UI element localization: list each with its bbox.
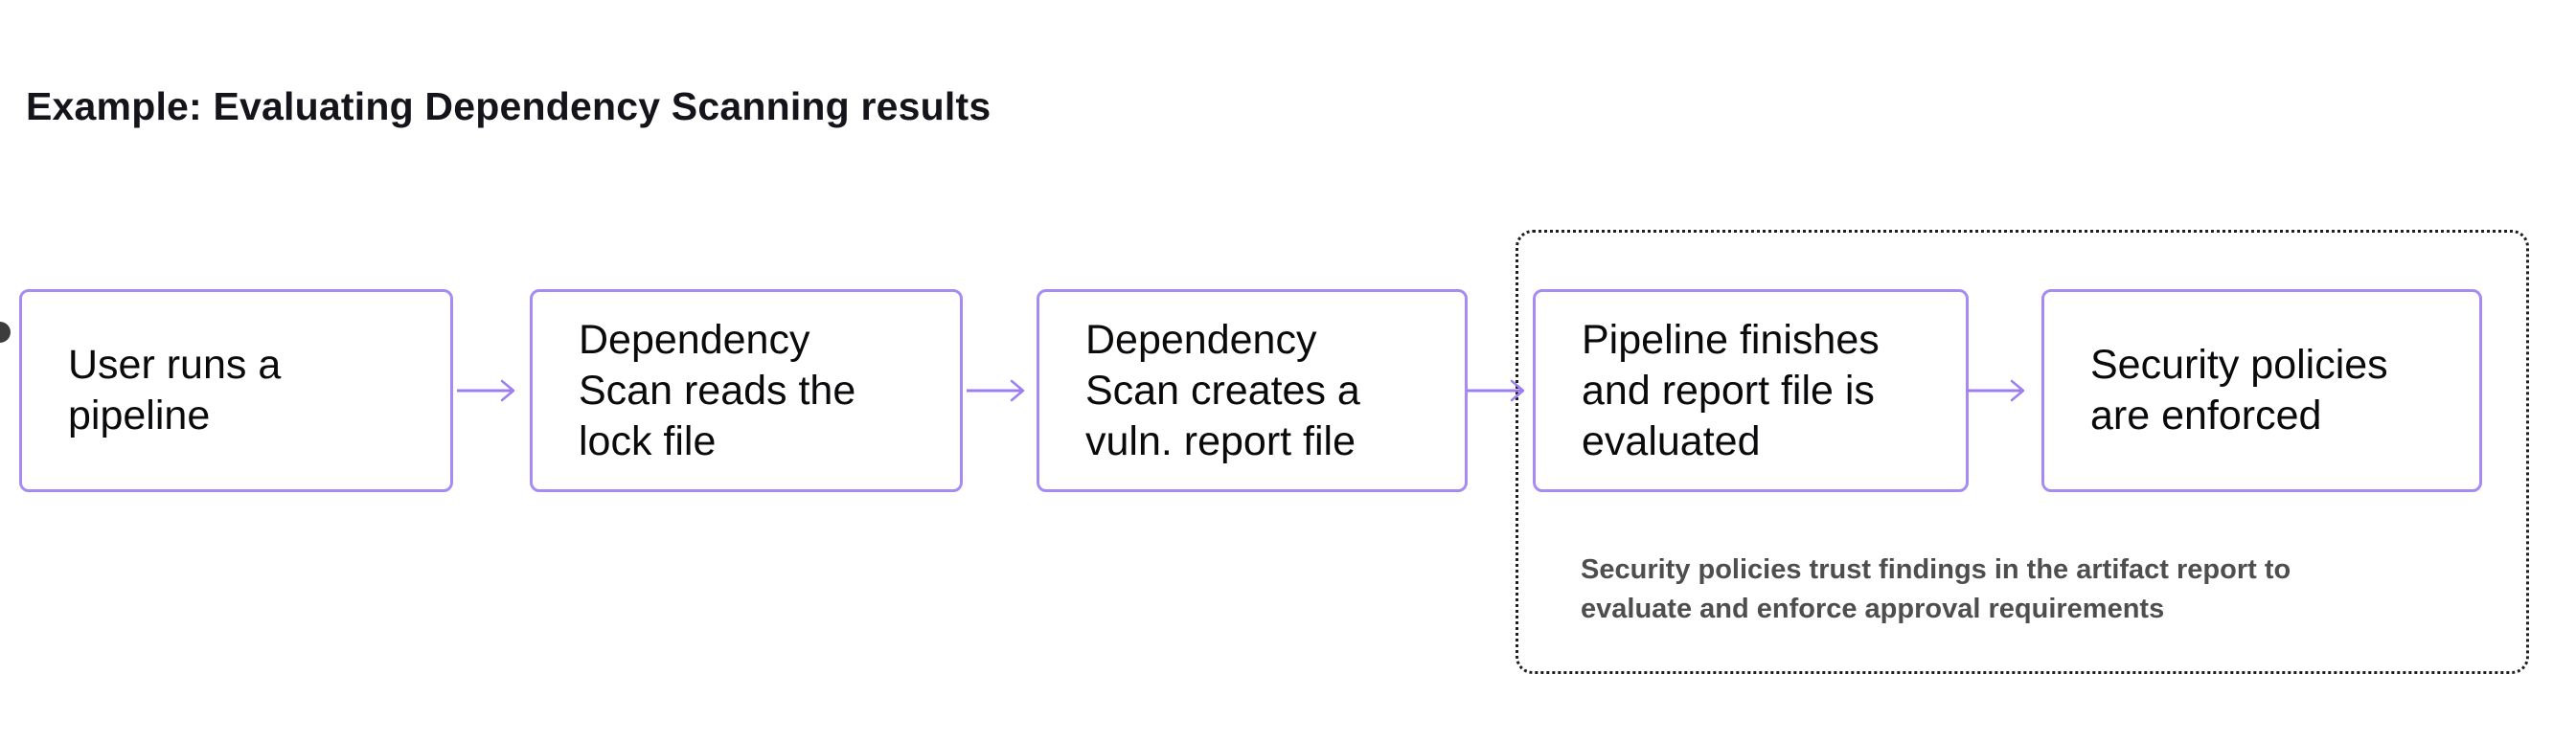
policy-group-caption: Security policies trust findings in the …	[1581, 554, 2291, 624]
flow-arrow-icon	[967, 379, 1025, 402]
clipped-circle-decoration	[0, 322, 11, 343]
flow-arrow-icon	[1467, 379, 1525, 402]
step-pipeline-finishes-evaluated: Pipeline finishes and report file is eva…	[1533, 289, 1969, 492]
step-scan-creates-vuln-report: Dependency Scan creates a vuln. report f…	[1037, 289, 1468, 492]
diagram-title: Example: Evaluating Dependency Scanning …	[26, 84, 992, 128]
step-user-runs-pipeline: User runs a pipeline	[19, 289, 453, 492]
flow-arrow-icon	[1967, 379, 2025, 402]
step-label: Pipeline finishes and report file is eva…	[1582, 316, 1880, 464]
step-label: Dependency Scan reads the lock file	[579, 316, 856, 464]
flow-arrow-icon	[457, 379, 515, 402]
step-label: User runs a pipeline	[68, 342, 282, 438]
step-security-policies-enforced: Security policies are enforced	[2041, 289, 2482, 492]
step-label: Security policies are enforced	[2090, 342, 2388, 438]
policy-evaluation-group-outline	[1516, 230, 2529, 674]
step-label: Dependency Scan creates a vuln. report f…	[1085, 316, 1360, 464]
step-scan-reads-lock-file: Dependency Scan reads the lock file	[530, 289, 963, 492]
